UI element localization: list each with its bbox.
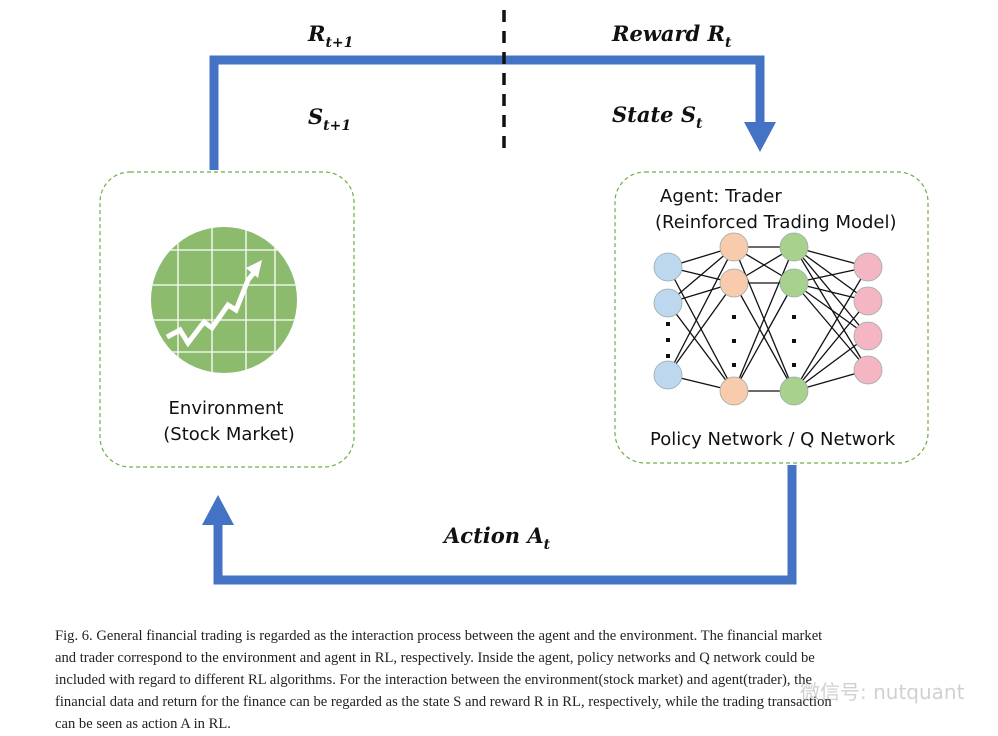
nn-edge	[793, 282, 869, 337]
action-arrow	[213, 465, 797, 585]
r-next-label: Rt+1	[307, 21, 353, 51]
nn-edge	[733, 282, 795, 392]
nn-node-input	[653, 288, 683, 318]
action-label: Action At	[442, 523, 551, 553]
ellipsis-dot	[732, 315, 736, 319]
caption-line: financial data and return for the financ…	[55, 694, 832, 710]
ellipsis-dot	[732, 363, 736, 367]
caption-line: Fig. 6. General financial trading is reg…	[55, 628, 823, 644]
nn-edge	[793, 335, 869, 392]
environment-subtitle: (Stock Market)	[163, 424, 294, 445]
ellipsis-dot	[666, 338, 670, 342]
nn-node-output	[853, 321, 883, 351]
ellipsis-dot	[792, 339, 796, 343]
agent-box	[614, 171, 929, 464]
nn-edge	[793, 300, 869, 392]
ellipsis-dot	[732, 339, 736, 343]
s-next-label: St+1	[308, 104, 351, 134]
environment-title: Environment	[169, 398, 284, 419]
ellipsis-dot	[792, 315, 796, 319]
watermark: 微信号: nutquant	[800, 680, 965, 704]
agent-title: Agent: Trader	[660, 186, 782, 207]
nn-node-input	[653, 360, 683, 390]
nn-node-hidden2	[779, 268, 809, 298]
nn-edge	[793, 246, 869, 371]
action-arrowhead	[202, 495, 234, 525]
state-reward-arrowhead	[744, 122, 776, 152]
nn-node-hidden2	[779, 376, 809, 406]
nn-node-hidden2	[779, 232, 809, 262]
nn-edge	[793, 246, 869, 302]
state-label: State St	[612, 102, 703, 132]
nn-edge	[667, 246, 735, 376]
nn-edge	[667, 246, 735, 304]
reward-label: Reward Rt	[611, 21, 732, 51]
state-reward-arrow	[209, 55, 765, 170]
nn-node-hidden1	[719, 232, 749, 262]
caption-line: included with regard to different RL alg…	[55, 672, 812, 688]
nn-node-output	[853, 355, 883, 385]
figure-caption: Fig. 6. General financial trading is reg…	[55, 625, 985, 735]
nn-node-output	[853, 252, 883, 282]
nn-edge	[793, 282, 869, 371]
nn-node-hidden1	[719, 376, 749, 406]
nn-node-input	[653, 252, 683, 282]
nn-edge	[667, 302, 735, 392]
nn-edge	[667, 282, 735, 376]
agent-subtitle: (Reinforced Trading Model)	[655, 212, 897, 233]
agent-network-label: Policy Network / Q Network	[650, 429, 896, 450]
ellipsis-dot	[666, 354, 670, 358]
ellipsis-dot	[666, 322, 670, 326]
neural-network	[653, 232, 883, 406]
caption-line: and trader correspond to the environment…	[55, 650, 815, 666]
nn-node-output	[853, 286, 883, 316]
caption-line: can be seen as action A in RL.	[55, 716, 231, 732]
nn-edge	[733, 246, 795, 392]
nn-edge	[793, 266, 869, 392]
nn-node-hidden1	[719, 268, 749, 298]
ellipsis-dot	[792, 363, 796, 367]
rl-trading-diagram: Rt+1 Reward Rt St+1 State St Action At E…	[99, 10, 929, 585]
